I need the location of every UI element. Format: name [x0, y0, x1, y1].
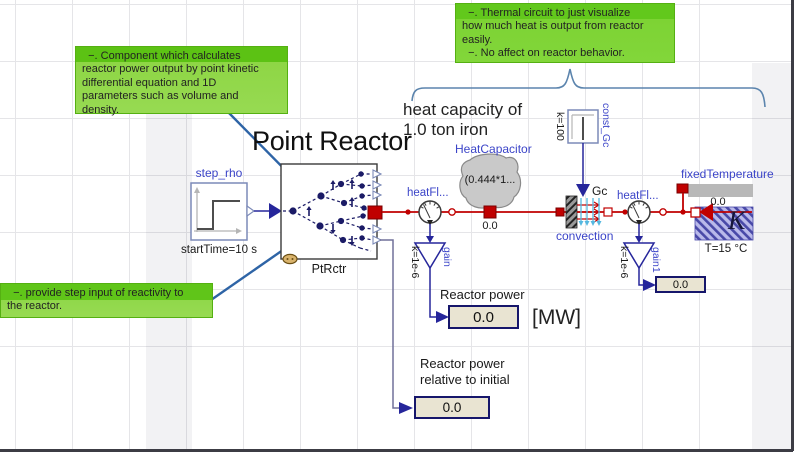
reactivity-bus-connector[interactable] [282, 253, 298, 265]
callout-line: −. provide step input of reactivity to [7, 287, 184, 299]
relative-display-arrow [399, 402, 413, 414]
kelvin-unit: K [728, 206, 746, 235]
callout-line: how much heat is output from reactor [462, 20, 644, 33]
callout-line: −. No affect on reactor behavior. [462, 47, 625, 60]
ptrctr-heat-port[interactable] [367, 205, 383, 220]
relative-power-label-line2: relative to initial [420, 372, 510, 387]
point-reactor-component[interactable] [280, 163, 383, 265]
heat-capacitor-label: HeatCapacitor [455, 142, 532, 156]
callout-line: differential equation and 1D [82, 76, 217, 89]
fission-chain-dots [289, 171, 367, 244]
gain1-component[interactable] [622, 242, 656, 270]
const-gc-component[interactable] [567, 109, 599, 144]
gain-k-value: k=1e-6 [409, 246, 421, 279]
ptrctr-output-ports[interactable] [372, 169, 383, 245]
gain1-label: gain1 [650, 247, 662, 273]
callout-pointer-line-bottom [210, 242, 294, 301]
callout-line: reactor power output by point kinetic [82, 63, 259, 76]
heat-output-display[interactable]: 0.0 [655, 276, 706, 293]
heat-capacitor-value: (0.444*1... [464, 174, 516, 186]
ptrctr-label: PtRctr [311, 262, 347, 276]
heat-capacitor-component[interactable] [459, 153, 522, 219]
callout-line: density. [82, 103, 120, 116]
gain1-display-arrow [643, 279, 656, 291]
relative-power-label-line1: Reactor power [420, 356, 505, 371]
step-rho-component[interactable] [190, 182, 256, 241]
gc-arrowhead [576, 184, 590, 197]
fixed-temperature-open-port[interactable] [690, 207, 701, 218]
neutron-arrows [308, 182, 353, 243]
heat-capacity-note-line2: 1.0 ton iron [403, 120, 489, 139]
gain-output-wire[interactable] [429, 268, 436, 318]
convection-label: convection [556, 229, 614, 243]
relative-power-display[interactable]: 0.0 [414, 396, 490, 419]
heat-port-open[interactable] [659, 208, 667, 216]
neutron-arrowheads [306, 179, 355, 246]
heat-node [622, 209, 628, 215]
relative-power-value: 0.0 [442, 400, 462, 415]
callout-component-description[interactable]: −. Component which calculates reactor po… [75, 46, 288, 116]
diagram-title: Point Reactor [252, 126, 412, 156]
callout-thermal-circuit[interactable]: −. Thermal circuit to just visualize how… [455, 3, 675, 63]
fixed-temperature-temp: T=15 °C [704, 243, 748, 255]
window-bottom-edge [0, 449, 793, 452]
gc-signal-label: Gc [592, 184, 608, 198]
capacitor-heat-port[interactable] [483, 205, 497, 219]
step-icon [197, 200, 240, 230]
callout-line: easily. [462, 33, 493, 46]
heat-output-value: 0.0 [672, 278, 689, 291]
gray-right-band [752, 63, 791, 449]
const-gc-label: const_Gc [600, 103, 612, 148]
step-rho-param: startTime=10 s [181, 244, 257, 256]
reactor-power-unit: [MW] [532, 306, 581, 329]
ptrctr-input-port[interactable] [269, 203, 282, 219]
fixed-temperature-port-value: 0.0 [710, 196, 726, 208]
step-output-port[interactable] [246, 204, 256, 218]
reactor-power-display-label: Reactor power [440, 287, 525, 302]
heat-capacity-note-line1: heat capacity of [403, 100, 523, 119]
convection-component[interactable] [555, 195, 613, 229]
gain1-output-wire[interactable] [638, 268, 643, 286]
callout-line: parameters such as volume and [82, 90, 239, 103]
fixed-temperature-port[interactable] [676, 183, 689, 194]
callout-line: −. Component which calculates [82, 50, 241, 62]
relative-power-wire[interactable] [380, 239, 399, 409]
heat-capacitor-port-temp: 0.0 [482, 220, 498, 232]
callout-line: the reactor. [7, 300, 63, 313]
heat-flow-sensor-2[interactable] [627, 200, 651, 226]
heat-port-open[interactable] [448, 208, 456, 216]
heat-flow-sensor-1[interactable] [418, 200, 442, 226]
gain-label: gain [441, 247, 453, 267]
sensor2-label: heatFl... [617, 190, 659, 202]
fixed-temperature-component[interactable] [676, 183, 754, 241]
window-right-edge [791, 0, 794, 451]
fixed-temperature-arrow [699, 203, 713, 221]
fixed-temperature-label: fixedTemperature [681, 167, 774, 181]
gain1-k-value: k=1e-6 [618, 246, 630, 279]
const-gc-k-value: k=100 [554, 112, 566, 141]
convection-solid-port[interactable] [555, 207, 565, 217]
step-rho-label: step_rho [195, 166, 243, 180]
reactor-power-arrow [436, 311, 449, 323]
brace [411, 68, 766, 108]
gray-column-band [146, 63, 192, 449]
sensor1-label: heatFl... [407, 187, 449, 199]
reactor-power-value: 0.0 [473, 308, 494, 326]
convection-fluid-port[interactable] [603, 207, 613, 217]
heat-node [405, 209, 411, 215]
callout-step-input[interactable]: −. provide step input of reactivity to t… [0, 283, 213, 318]
reactor-power-display[interactable]: 0.0 [448, 305, 519, 329]
callout-line: −. Thermal circuit to just visualize [462, 7, 631, 19]
gain-component[interactable] [413, 242, 447, 270]
